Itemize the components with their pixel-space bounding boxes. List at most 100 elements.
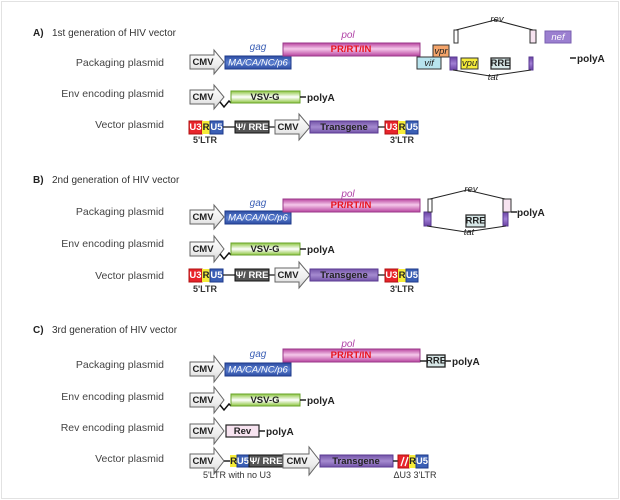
section-a: A) 1st generation of HIV vector Packagin… bbox=[33, 14, 605, 145]
nef-box bbox=[544, 30, 572, 44]
polyA-label: polyA bbox=[452, 357, 480, 368]
cmv-promoter: CMV bbox=[189, 234, 225, 264]
cmv-promoter: CMV bbox=[189, 83, 225, 111]
cmv-label: CMV bbox=[192, 426, 214, 437]
polyA-label: polyA bbox=[266, 427, 294, 438]
tat-splice-label: tat bbox=[488, 72, 499, 83]
u5-label: U5 bbox=[210, 270, 223, 281]
cmv-label: CMV bbox=[192, 212, 214, 223]
cmv-label: CMV bbox=[286, 456, 308, 467]
r-label: R bbox=[409, 456, 416, 467]
r-label: R bbox=[203, 270, 210, 281]
cmv-promoter: CMV bbox=[282, 445, 321, 477]
u5-box bbox=[405, 120, 419, 135]
ltr5-no-u3-label: 5'LTR with no U3 bbox=[203, 470, 271, 480]
psi-rre-label: Ψ/ RRE bbox=[235, 270, 268, 281]
pol-box-label: PR/RT/IN bbox=[331, 44, 372, 55]
rre-label: RRE bbox=[426, 356, 446, 367]
nef-label: nef bbox=[551, 32, 566, 43]
rre-label: RRE bbox=[490, 58, 510, 69]
tat-splice-label: tat bbox=[464, 227, 475, 238]
rev-splice-line bbox=[455, 19, 534, 31]
r-label: R bbox=[399, 270, 406, 281]
vpr-label: vpr bbox=[434, 46, 448, 57]
polyA-label: polyA bbox=[577, 54, 605, 65]
transgene-label: Transgene bbox=[320, 270, 368, 281]
r-box bbox=[202, 269, 210, 282]
rev-box-label: Rev bbox=[234, 426, 252, 437]
vpu-label: vpu bbox=[462, 58, 478, 69]
transgene-label: Transgene bbox=[320, 122, 368, 133]
gag-box bbox=[224, 210, 292, 225]
section-title: 3rd generation of HIV vector bbox=[52, 325, 178, 336]
rev-exon-1 bbox=[427, 198, 433, 213]
polyA-label: polyA bbox=[307, 396, 335, 407]
cmv-promoter: CMV bbox=[189, 48, 225, 76]
tat-splice-line bbox=[452, 69, 532, 77]
row-label-packaging: Packaging plasmid bbox=[76, 57, 164, 69]
cmv-label: CMV bbox=[192, 364, 214, 375]
r-box bbox=[398, 121, 406, 134]
r-box bbox=[230, 455, 237, 467]
intron-connector bbox=[219, 251, 232, 261]
cmv-promoter: CMV bbox=[189, 385, 225, 415]
cmv-label: CMV bbox=[192, 244, 214, 255]
ltr3-label: 3'LTR bbox=[390, 135, 414, 145]
tat-rev-exon-2 bbox=[502, 211, 509, 227]
pol-box-label: PR/RT/IN bbox=[331, 200, 372, 211]
polyA-label: polyA bbox=[307, 245, 335, 256]
r-label: R bbox=[399, 122, 406, 133]
section-c: C) 3rd generation of HIV vector Packagin… bbox=[33, 325, 480, 480]
u3-label: U3 bbox=[189, 270, 201, 281]
u5-box bbox=[415, 454, 429, 469]
row-label-vector: Vector plasmid bbox=[95, 270, 164, 282]
r-box bbox=[202, 121, 210, 134]
u5-label: U5 bbox=[406, 270, 419, 281]
row-label-env: Env encoding plasmid bbox=[61, 88, 164, 100]
cmv-promoter: CMV bbox=[274, 260, 311, 290]
tat-rev-exon-1 bbox=[423, 211, 432, 227]
cmv-promoter: CMV bbox=[189, 203, 225, 231]
ltr3-delta-label: ΔU3 3'LTR bbox=[393, 470, 437, 480]
u3-label: U3 bbox=[385, 122, 397, 133]
pol-label: pol bbox=[340, 339, 355, 350]
gag-box-label: MA/CA/NC/p6 bbox=[228, 57, 288, 68]
section-letter: B) bbox=[33, 175, 44, 186]
psi-rre-label: Ψ/ RRE bbox=[249, 456, 282, 467]
row-label-packaging: Packaging plasmid bbox=[76, 206, 164, 218]
pol-label: pol bbox=[340, 30, 355, 41]
psi-rre-label: Ψ/ RRE bbox=[235, 122, 268, 133]
r-label: R bbox=[203, 122, 210, 133]
ltr5-label: 5'LTR bbox=[193, 135, 217, 145]
u3-label: U3 bbox=[189, 122, 201, 133]
ltr3-label: 3'LTR bbox=[390, 284, 414, 294]
rre-label: RRE bbox=[465, 216, 485, 227]
vsvg-label: VSV-G bbox=[250, 395, 279, 406]
row-label-vector: Vector plasmid bbox=[95, 453, 164, 465]
polyA-label: polyA bbox=[517, 208, 545, 219]
cmv-promoter: CMV bbox=[189, 354, 225, 384]
intron-connector bbox=[219, 402, 232, 412]
tat-splice-line bbox=[426, 225, 507, 233]
pol-label: pol bbox=[340, 189, 355, 200]
pol-box-label: PR/RT/IN bbox=[331, 350, 372, 361]
rre-box bbox=[490, 57, 511, 70]
vif-label: vif bbox=[424, 58, 435, 69]
cmv-label: CMV bbox=[192, 57, 214, 68]
row-label-packaging: Packaging plasmid bbox=[76, 359, 164, 371]
row-label-env: Env encoding plasmid bbox=[61, 391, 164, 403]
rev-exon-1 bbox=[453, 29, 459, 44]
gag-box-label: MA/CA/NC/p6 bbox=[228, 212, 288, 223]
section-letter: A) bbox=[33, 28, 44, 39]
tat-rev-exon-1 bbox=[449, 56, 458, 71]
r-box bbox=[398, 269, 406, 282]
vsvg-label: VSV-G bbox=[250, 244, 279, 255]
u5-label: U5 bbox=[416, 456, 429, 467]
tat-rev-exon-2 bbox=[528, 56, 534, 71]
gag-label: gag bbox=[250, 349, 267, 360]
section-b: B) 2nd generation of HIV vector Packagin… bbox=[33, 175, 545, 294]
gag-label: gag bbox=[250, 198, 267, 209]
rev-exon-2 bbox=[502, 198, 512, 213]
rre-box bbox=[465, 214, 486, 228]
